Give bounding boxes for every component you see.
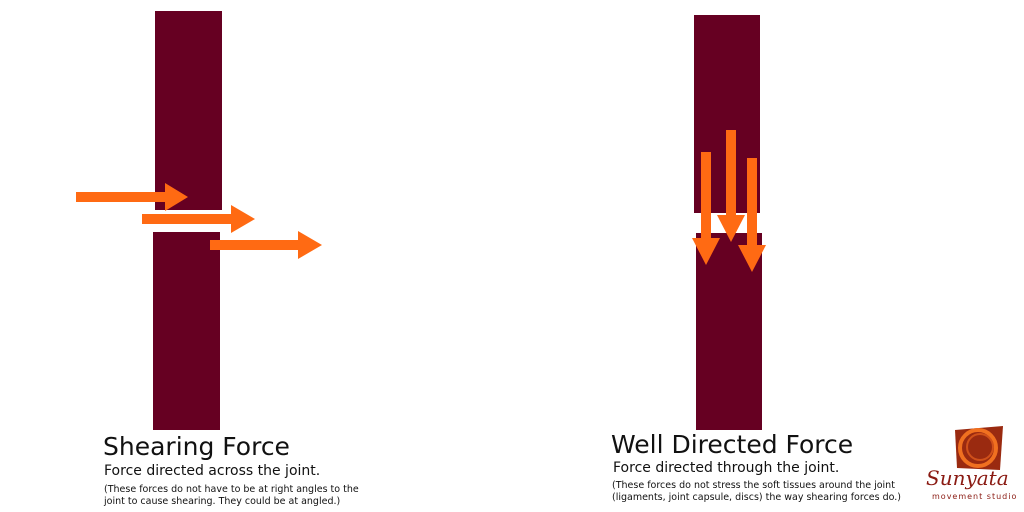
logo-mark-icon <box>955 426 1003 470</box>
left-note-line-2: joint to cause shearing. They could be a… <box>104 496 341 507</box>
right-title: Well Directed Force <box>611 430 854 459</box>
logo-tagline: movement studio <box>932 492 1018 501</box>
compress-arrow-2 <box>717 130 745 242</box>
shear-arrow-2 <box>142 205 255 233</box>
compress-arrow-3 <box>738 158 766 272</box>
right-note: (These forces do not stress the soft tis… <box>612 480 901 504</box>
shear-arrow-1 <box>76 183 188 211</box>
shear-arrow-3 <box>210 231 322 259</box>
left-title: Shearing Force <box>103 432 290 461</box>
right-note-line-2: (ligaments, joint capsule, discs) the wa… <box>612 492 902 503</box>
left-note: (These forces do not have to be at right… <box>104 484 359 508</box>
left-lower-bone <box>153 232 220 430</box>
left-upper-bone <box>155 11 222 210</box>
compress-arrow-1 <box>692 152 720 265</box>
right-note-line-1: (These forces do not stress the soft tis… <box>612 480 895 491</box>
logo-name: Sunyata <box>926 466 1009 490</box>
left-note-line-1: (These forces do not have to be at right… <box>104 484 359 495</box>
left-subtitle: Force directed across the joint. <box>104 463 321 479</box>
right-subtitle: Force directed through the joint. <box>613 460 840 476</box>
